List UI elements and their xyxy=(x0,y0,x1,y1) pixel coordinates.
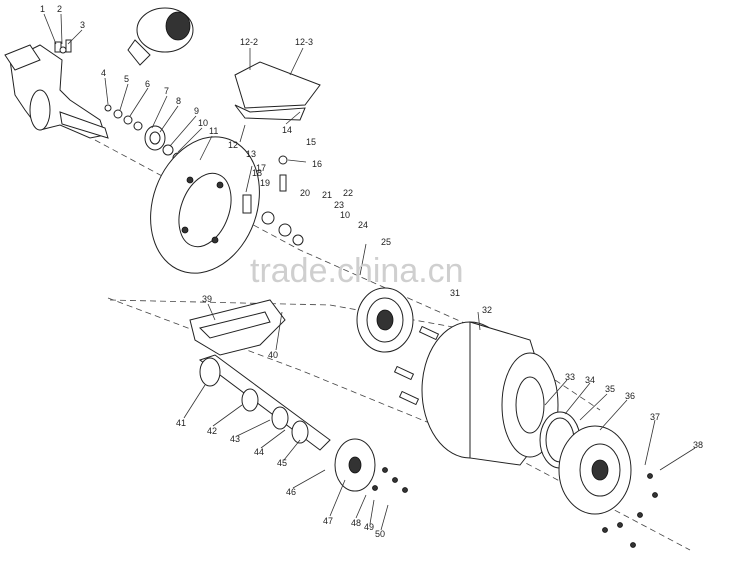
part-label: 2 xyxy=(57,4,62,14)
part-label: 25 xyxy=(381,237,391,247)
part-label: 11 xyxy=(209,126,218,136)
part-label: 38 xyxy=(693,440,703,450)
leader-lines xyxy=(43,13,696,531)
brake-chamber xyxy=(127,7,194,66)
half-shaft xyxy=(198,354,331,451)
part-label: 16 xyxy=(312,159,322,169)
part-label: 12-2 xyxy=(240,37,258,47)
brake-drum xyxy=(421,321,559,466)
part-label: 36 xyxy=(625,391,635,401)
part-label: 24 xyxy=(358,220,368,230)
part-label: 49 xyxy=(364,522,374,532)
part-label: 6 xyxy=(145,79,150,89)
brake-backing-plate xyxy=(150,136,260,274)
part-label: 23 xyxy=(334,200,344,210)
part-label: 48 xyxy=(351,518,361,528)
part-label: 46 xyxy=(286,487,296,497)
steering-knuckle xyxy=(4,44,109,139)
part-label: 13 xyxy=(246,149,256,159)
part-label: 7 xyxy=(164,86,169,96)
part-label: 12 xyxy=(228,140,238,150)
part-label: 35 xyxy=(605,384,615,394)
small-fasteners-group xyxy=(54,39,184,164)
part-label: 4 xyxy=(101,68,106,78)
brake-shoe xyxy=(189,299,286,356)
part-label: 47 xyxy=(323,516,333,526)
part-label: 19 xyxy=(260,178,270,188)
part-label: 34 xyxy=(585,375,595,385)
part-label: 50 xyxy=(375,529,385,539)
part-label: 1 xyxy=(40,4,45,14)
part-label: 17 xyxy=(256,163,266,173)
part-label: 9 xyxy=(194,106,199,116)
watermark: trade.china.cn xyxy=(250,252,464,290)
part-label: 32 xyxy=(482,305,492,315)
part-label: 43 xyxy=(230,434,240,444)
hub-bearing-assembly xyxy=(356,287,414,353)
bolts-group xyxy=(372,325,658,548)
part-label: 21 xyxy=(322,190,332,200)
part-label: 5 xyxy=(124,74,129,84)
part-label: 15 xyxy=(306,137,316,147)
part-label: 41 xyxy=(176,418,186,428)
part-label: 39 xyxy=(202,294,212,304)
drive-flange xyxy=(334,438,376,492)
part-label: 8 xyxy=(176,96,181,106)
part-label: 20 xyxy=(300,188,310,198)
part-label: 33 xyxy=(565,372,575,382)
brake-shoe-lining xyxy=(234,61,321,121)
wheel-hub xyxy=(558,425,632,515)
part-label: 12-3 xyxy=(295,37,313,47)
part-label: 37 xyxy=(650,412,660,422)
part-label: 31 xyxy=(450,288,460,298)
part-labels: 1 2 3 4 5 6 7 8 9 10 11 12 12-2 12-3 13 … xyxy=(40,4,703,539)
part-label: 10 xyxy=(340,210,350,220)
part-label: 40 xyxy=(268,350,278,360)
part-label: 10 xyxy=(198,118,208,128)
part-label: 14 xyxy=(282,125,292,135)
part-label: 18 xyxy=(252,168,262,178)
part-label: 3 xyxy=(80,20,85,30)
part-label: 44 xyxy=(254,447,264,457)
assembly-axis-mid xyxy=(109,299,471,331)
spring-pins-group xyxy=(242,155,304,246)
part-label: 42 xyxy=(207,426,217,436)
part-label: 45 xyxy=(277,458,287,468)
part-label: 22 xyxy=(343,188,353,198)
